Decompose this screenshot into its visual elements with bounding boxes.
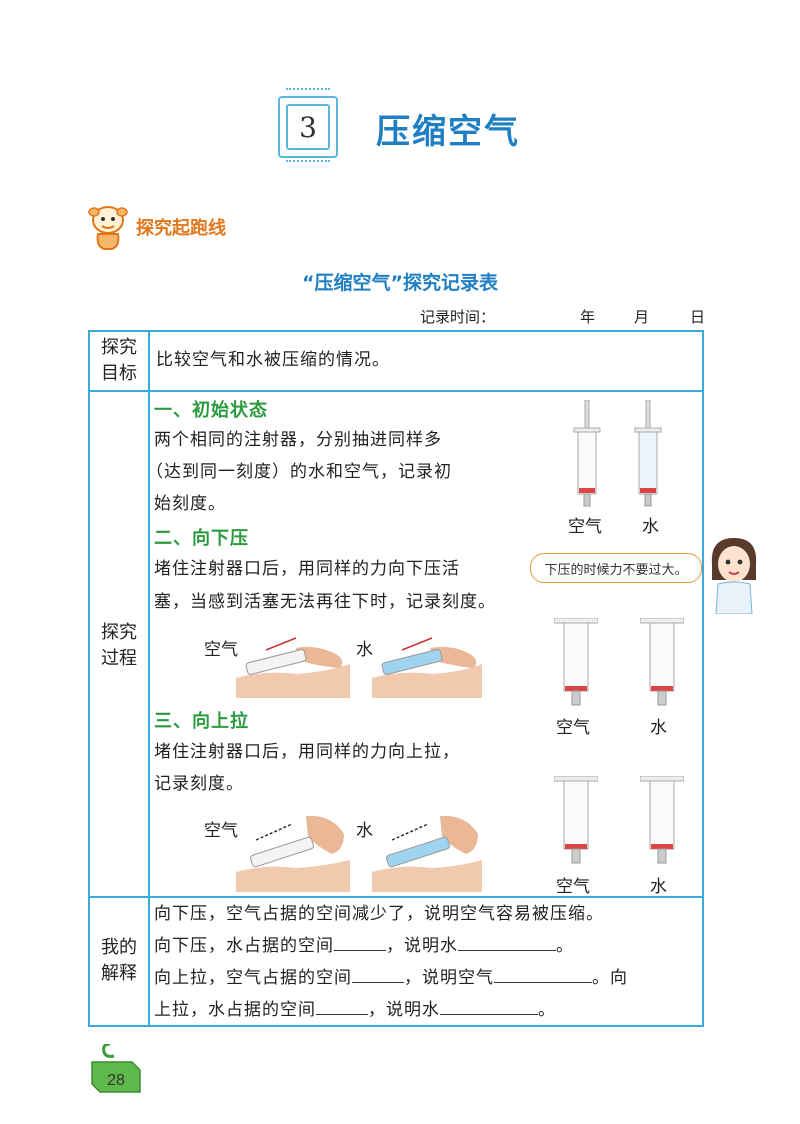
explain-row-head: 我的 解释 — [90, 935, 148, 987]
explain-line2-a: 向下压，水占据的空间 — [154, 936, 334, 956]
syringe-water-pulled-image — [640, 776, 684, 864]
explain-line3-a: 向上拉，空气占据的空间 — [154, 968, 352, 988]
syringe-water-initial-image — [634, 400, 662, 507]
explain-line3: 向上拉，空气占据的空间 ，说明空气 。向 — [154, 962, 628, 995]
explain-line2: 向下压，水占据的空间 ，说明水 。 — [154, 930, 574, 963]
answer-blank[interactable] — [334, 932, 386, 951]
step1-line3: 始刻度。 — [154, 494, 226, 514]
step2-air-hands-image — [236, 637, 350, 698]
explain-line3-b: ，说明空气 — [404, 968, 494, 988]
record-time-month: 月 — [634, 308, 650, 326]
pressed-air-caption: 空气 — [556, 718, 590, 738]
pressed-water-caption: 水 — [650, 718, 667, 738]
row-divider-2 — [90, 896, 702, 898]
answer-blank[interactable] — [440, 996, 538, 1015]
step2-line1: 堵住注射器口后，用同样的力向下压活 — [154, 559, 460, 579]
answer-blank[interactable] — [316, 996, 368, 1015]
explain-line2-c: 。 — [556, 936, 574, 956]
process-row-head: 探究 过程 — [90, 620, 148, 672]
initial-water-caption: 水 — [642, 517, 659, 537]
pulled-air-caption: 空气 — [556, 877, 590, 897]
goal-row-head: 探究 目标 — [90, 335, 148, 387]
answer-blank[interactable] — [494, 964, 592, 983]
answer-blank[interactable] — [458, 932, 556, 951]
step3-water-hands-image — [372, 815, 482, 892]
syringe-air-pulled-image — [554, 776, 598, 864]
tip-bubble: 下压的时候力不要过大。 — [530, 553, 702, 583]
initial-air-caption: 空气 — [568, 517, 602, 537]
process-head-line1: 探究 — [101, 622, 137, 643]
lesson-number-frame: 3 — [278, 88, 338, 162]
syringe-water-pressed-image — [640, 618, 684, 706]
step2-water-label: 水 — [356, 640, 373, 660]
step3-air-hands-image — [236, 815, 350, 892]
step1-title: 一、初始状态 — [154, 400, 268, 421]
explain-line2-b: ，说明水 — [386, 936, 458, 956]
explain-line4-b: ，说明水 — [368, 1000, 440, 1020]
goal-head-line1: 探究 — [101, 337, 137, 358]
step3-water-label: 水 — [356, 821, 373, 841]
page-number-badge: 28 — [91, 1044, 141, 1093]
step3-line2: 记录刻度。 — [154, 774, 244, 794]
pulled-water-caption: 水 — [650, 877, 667, 897]
step3-air-label: 空气 — [204, 821, 238, 841]
explain-head-line1: 我的 — [101, 937, 137, 958]
section-label: 探究起跑线 — [136, 218, 226, 239]
table-title: “压缩空气”探究记录表 — [302, 272, 498, 294]
step3-title: 三、向上拉 — [154, 711, 249, 732]
explain-line3-c: 。向 — [592, 968, 628, 988]
answer-blank[interactable] — [352, 964, 404, 983]
process-head-line2: 过程 — [101, 648, 137, 669]
step2-title: 二、向下压 — [154, 528, 249, 549]
step1-line2: （达到同一刻度）的水和空气，记录初 — [146, 462, 452, 482]
record-time-year: 年 — [580, 308, 596, 326]
goal-head-line2: 目标 — [101, 363, 137, 384]
explain-line4-c: 。 — [538, 1000, 556, 1020]
girl-character-icon — [711, 538, 757, 614]
section-header: 探究起跑线 — [86, 200, 226, 254]
lesson-number: 3 — [286, 104, 330, 150]
page-number: 28 — [107, 1072, 125, 1089]
step3-line1: 堵住注射器口后，用同样的力向上拉， — [154, 742, 460, 762]
explain-line4-a: 上拉，水占据的空间 — [154, 1000, 316, 1020]
cow-mascot-icon — [88, 206, 128, 250]
step2-air-label: 空气 — [204, 640, 238, 660]
lesson-title: 压缩空气 — [376, 112, 520, 152]
explain-head-line2: 解释 — [101, 963, 137, 984]
column-divider — [148, 332, 150, 1025]
record-time-label: 记录时间： — [420, 308, 496, 326]
row-divider-1 — [90, 390, 702, 392]
step2-water-hands-image — [372, 637, 482, 698]
goal-text: 比较空气和水被压缩的情况。 — [156, 350, 390, 370]
explain-line4: 上拉，水占据的空间 ，说明水 。 — [154, 994, 556, 1027]
syringe-air-initial-image — [573, 400, 601, 507]
record-time-day: 日 — [690, 308, 706, 326]
explain-line1: 向下压，空气占据的空间减少了，说明空气容易被压缩。 — [154, 904, 604, 924]
step1-line1: 两个相同的注射器，分别抽进同样多 — [154, 430, 442, 450]
syringe-air-pressed-image — [554, 618, 598, 706]
step2-line2: 塞，当感到活塞无法再往下时，记录刻度。 — [154, 592, 496, 612]
record-table: 探究 目标 比较空气和水被压缩的情况。 探究 过程 一、初始状态 两个相同的注射… — [88, 330, 704, 1027]
